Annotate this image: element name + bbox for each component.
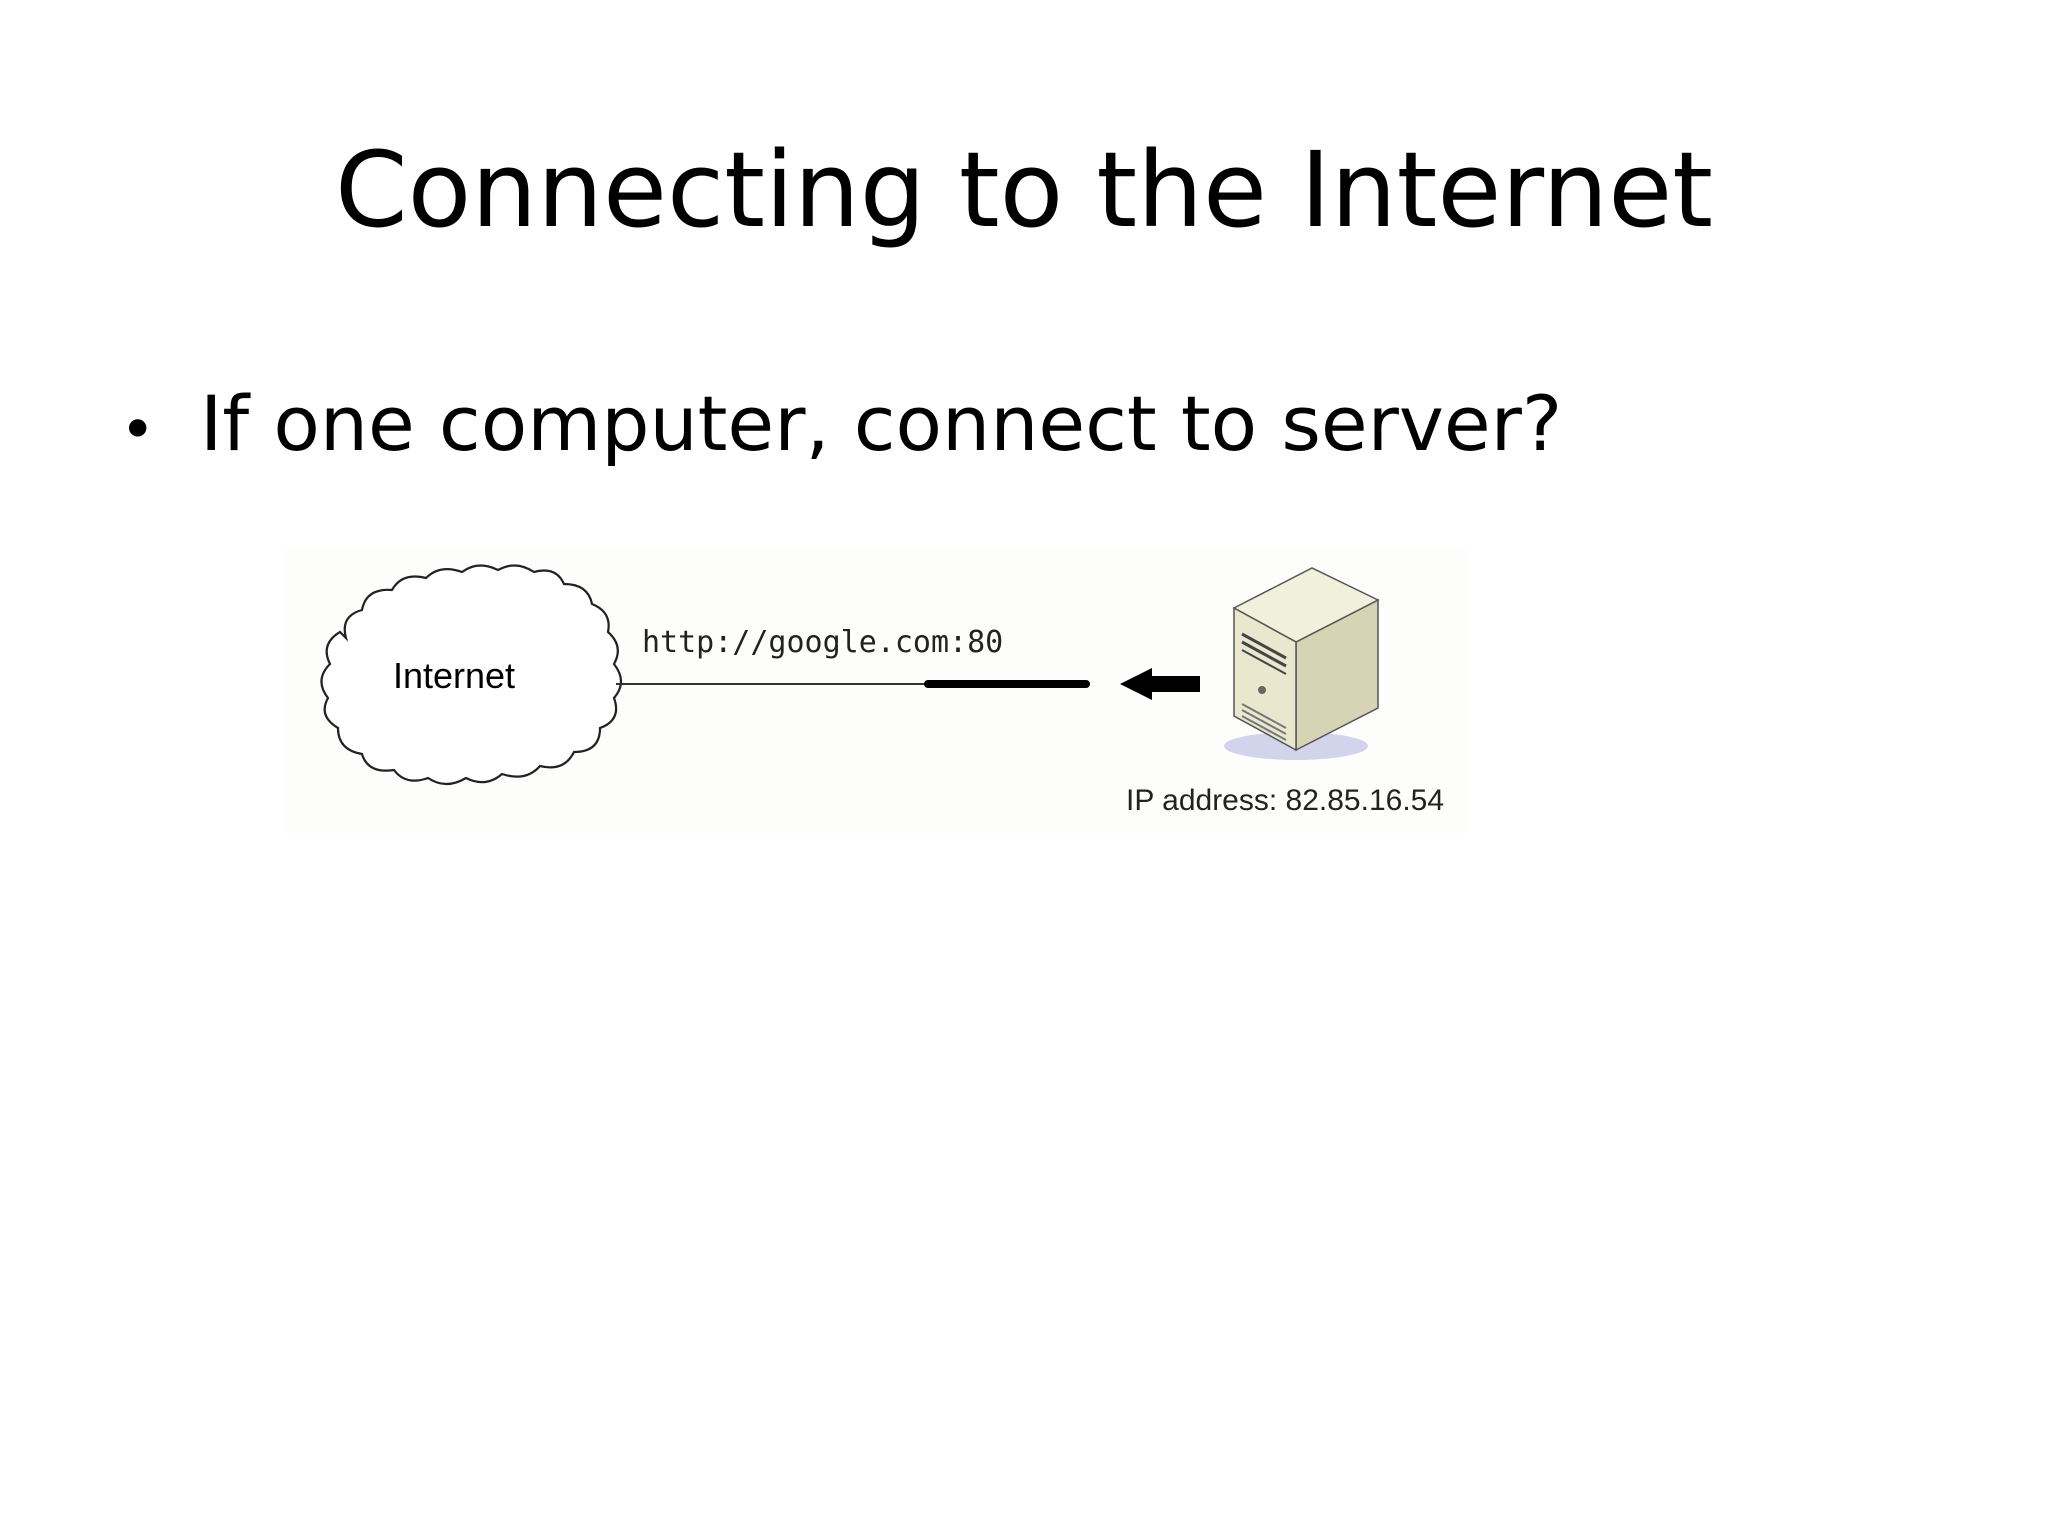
- cloud-icon: Internet: [320, 564, 623, 786]
- server-tower-icon: [1224, 567, 1380, 760]
- url-label: http://google.com:80: [642, 625, 1003, 660]
- slide-title: Connecting to the Internet: [334, 129, 1714, 251]
- bullet-text: If one computer, connect to server?: [200, 379, 1563, 468]
- bullet-item: • If one computer, connect to server?: [120, 378, 1562, 469]
- diagram-svg: Internet http://google.com:80: [320, 564, 1444, 817]
- arrow-left-icon: [1120, 668, 1200, 700]
- bullet-list: • If one computer, connect to server?: [120, 378, 1562, 469]
- cloud-label: Internet: [393, 655, 515, 696]
- network-diagram: Internet http://google.com:80: [286, 548, 1466, 834]
- server-ip-caption: IP address: 82.85.16.54: [1126, 784, 1444, 817]
- bullet-dot-icon: •: [120, 395, 156, 465]
